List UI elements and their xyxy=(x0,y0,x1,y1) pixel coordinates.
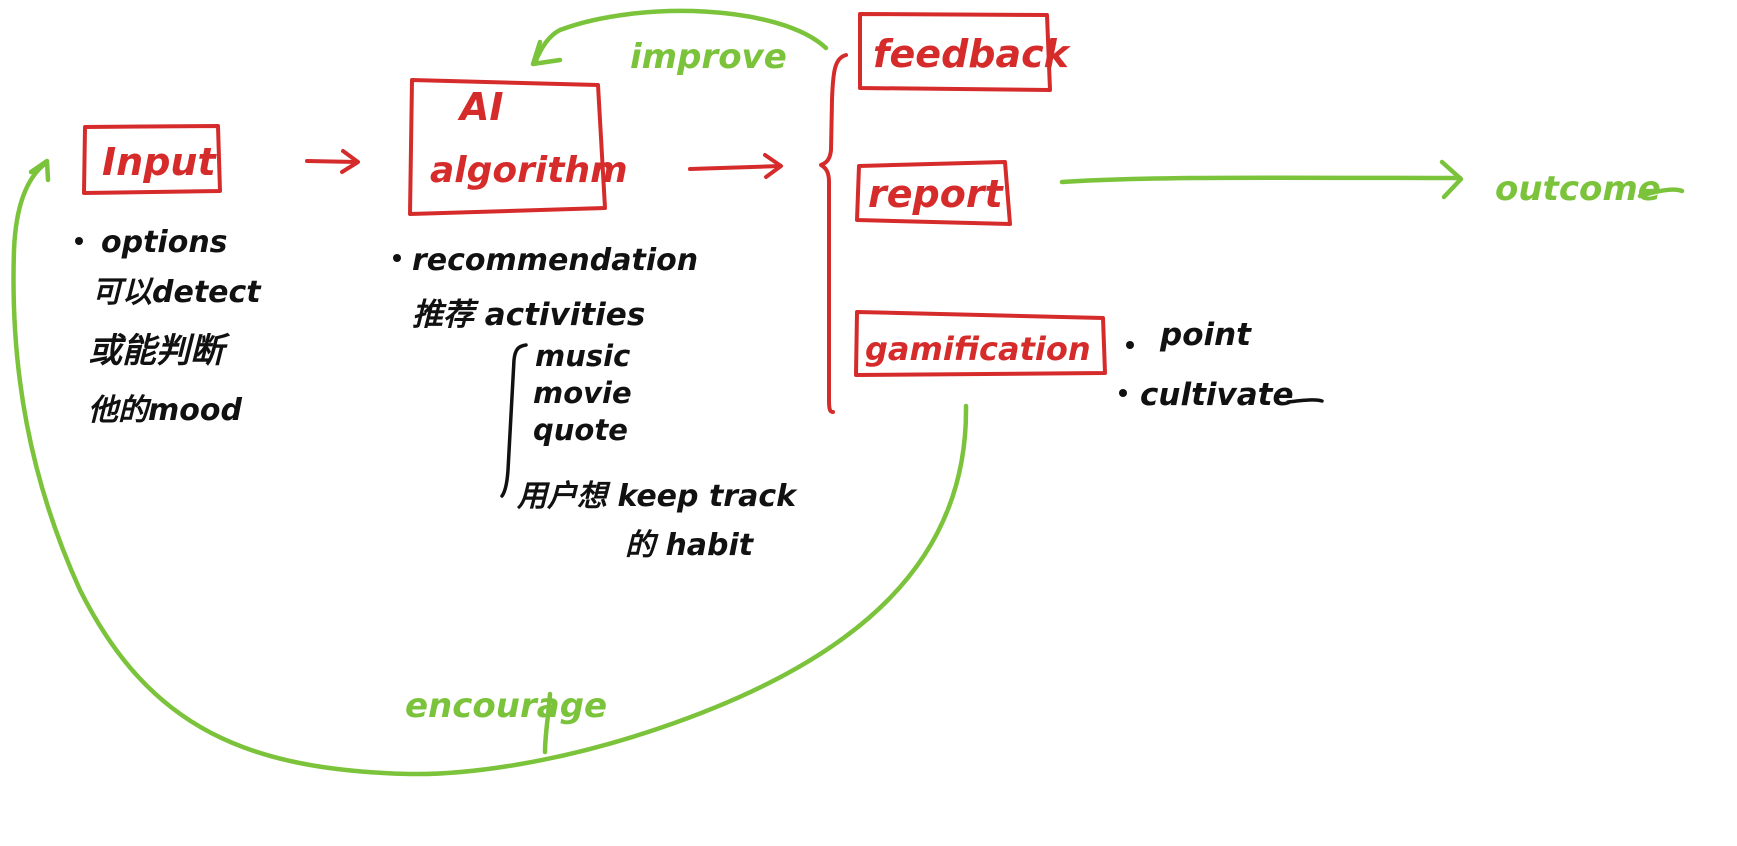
ai-note-item-1: music xyxy=(535,339,630,373)
input-note-bullet: options xyxy=(101,225,228,260)
ai-label-line1: AI xyxy=(457,85,504,129)
ai-to-outputs-arrow xyxy=(688,153,783,179)
ai-note-track-2: 的 habit xyxy=(625,528,755,563)
gamification-label: gamification xyxy=(865,330,1091,368)
ai-note-brace xyxy=(500,343,528,498)
ai-label-line2: algorithm xyxy=(430,150,628,191)
ai-note-line: 推荐 activities xyxy=(412,297,645,333)
feedback-node: feedback xyxy=(858,12,1072,92)
ai-box xyxy=(408,78,607,216)
encourage-edge: encourage xyxy=(11,158,969,777)
input-notes: options 可以detect 或能判断 他的mood xyxy=(75,225,262,428)
gamification-note-item-1: point xyxy=(1159,317,1252,353)
report-label: report xyxy=(868,172,1005,216)
outputs-brace xyxy=(819,53,848,414)
improve-label: improve xyxy=(630,37,787,77)
input-note-line-2: 或能判断 xyxy=(88,331,231,371)
feedback-box xyxy=(858,12,1052,92)
ai-note-item-3: quote xyxy=(533,413,628,447)
ai-notes: recommendation 推荐 activities music movie… xyxy=(393,243,798,563)
ai-node: AI algorithm xyxy=(408,78,628,216)
feedback-label: feedback xyxy=(873,32,1072,76)
gamification-box xyxy=(854,310,1107,377)
ai-note-item-2: movie xyxy=(533,376,632,410)
improve-edge: improve xyxy=(530,8,829,77)
encourage-label: encourage xyxy=(405,686,607,726)
outcome-edge: outcome xyxy=(1059,159,1685,209)
ai-note-bullet: recommendation xyxy=(412,243,698,278)
input-to-ai-arrow xyxy=(305,149,360,174)
input-label: Input xyxy=(102,140,217,184)
gamification-note-item-2: cultivate xyxy=(1140,377,1294,413)
input-note-line-1: 可以detect xyxy=(92,275,262,310)
input-node: Input xyxy=(82,124,222,195)
gamification-notes: point cultivate xyxy=(1119,317,1324,413)
input-box xyxy=(82,124,222,195)
outcome-label: outcome xyxy=(1495,169,1661,209)
report-box xyxy=(855,160,1012,226)
input-note-line-3: 他的mood xyxy=(88,393,242,428)
gamification-node: gamification xyxy=(854,310,1107,377)
report-node: report xyxy=(855,160,1012,226)
ai-note-track-1: 用户想 keep track xyxy=(516,479,798,514)
